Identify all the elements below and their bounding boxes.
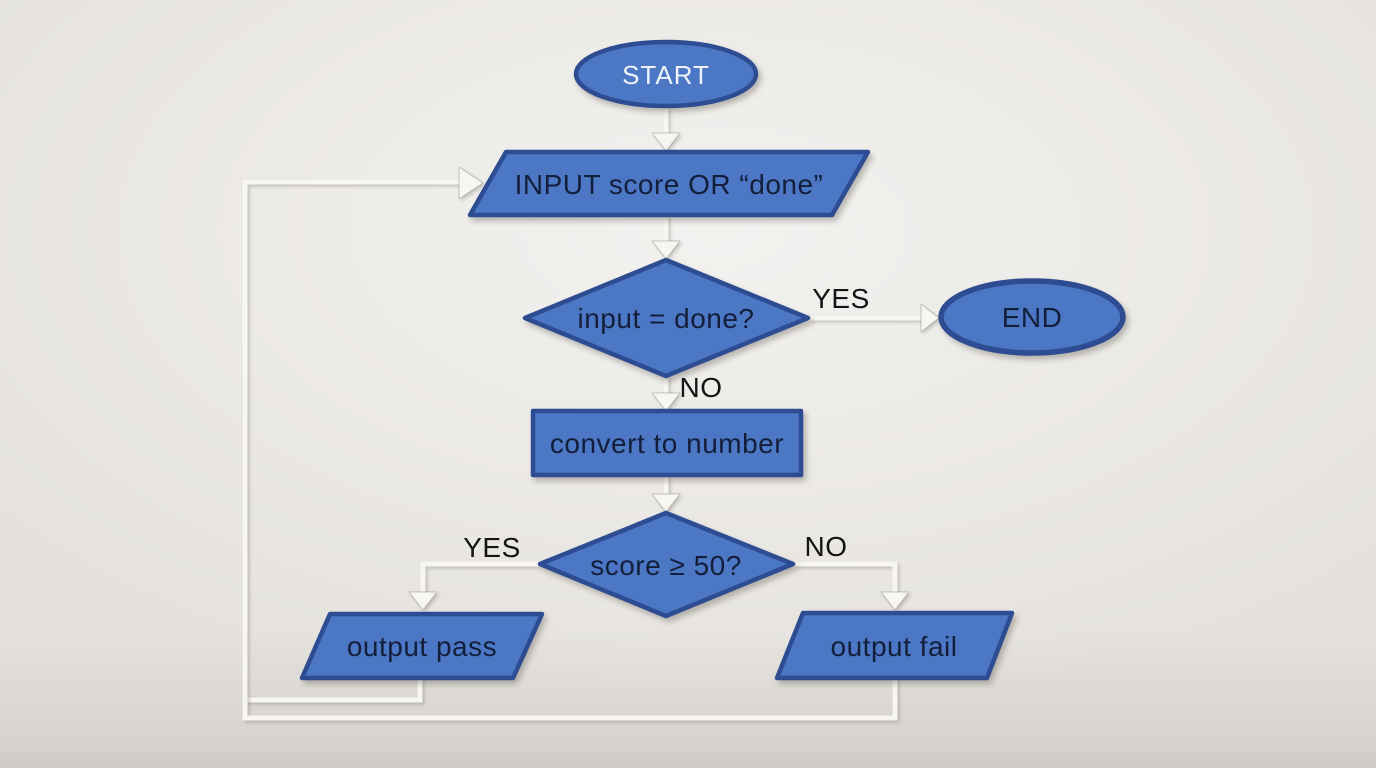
arrowhead-check-done-no-to-convert [651, 392, 681, 412]
connectors [242, 106, 940, 721]
output-fail-parallelogram-shape [774, 610, 1015, 681]
node-check-score: score ≥ 50? [537, 510, 796, 619]
arrowhead-loop-to-input [458, 166, 484, 200]
edge-label-check-score-no: NO [805, 531, 848, 562]
node-check-done: input = done? [522, 257, 811, 379]
connector-check-score-no-to-output-fail [793, 561, 898, 593]
node-output-pass: output pass [299, 611, 545, 681]
input-label: INPUT score OR “done” [515, 169, 824, 200]
node-input: INPUT score OR “done” [467, 149, 871, 218]
output-pass-parallelogram-shape [299, 611, 545, 681]
arrowhead-check-score-yes-to-output-pass [408, 591, 438, 611]
check-done-label: input = done? [578, 303, 755, 334]
output-fail-label: output fail [831, 631, 958, 662]
edge-labels: YES NO YES NO [463, 283, 870, 563]
node-convert: convert to number [530, 408, 804, 478]
connector-check-score-yes-to-output-pass [420, 561, 540, 593]
convert-process-shape [530, 408, 804, 478]
end-label: END [1002, 302, 1063, 333]
arrowhead-convert-to-check-score [651, 493, 681, 513]
check-done-diamond-shape [522, 257, 811, 379]
arrowhead-check-score-no-to-output-fail [880, 591, 910, 611]
check-score-label: score ≥ 50? [590, 550, 742, 581]
node-end: END [938, 278, 1126, 356]
end-terminator-shape [938, 278, 1126, 356]
input-parallelogram-shape [467, 149, 871, 218]
edge-label-check-done-no: NO [680, 372, 723, 403]
start-terminator-shape [573, 39, 759, 109]
convert-label: convert to number [550, 428, 784, 459]
start-label: START [622, 60, 710, 90]
output-pass-label: output pass [347, 631, 497, 662]
node-start: START [573, 39, 759, 109]
check-score-diamond-shape [537, 510, 796, 619]
arrowhead-start-to-input [651, 132, 681, 152]
node-output-fail: output fail [774, 610, 1015, 681]
edge-label-check-done-yes: YES [812, 283, 870, 314]
arrowhead-input-to-check-done [651, 240, 681, 260]
edge-label-check-score-yes: YES [463, 532, 521, 563]
connector-output-fail-loop-to-input [242, 179, 898, 721]
connector-output-pass-loop [245, 678, 423, 703]
arrowhead-check-done-yes-to-end [920, 303, 940, 333]
